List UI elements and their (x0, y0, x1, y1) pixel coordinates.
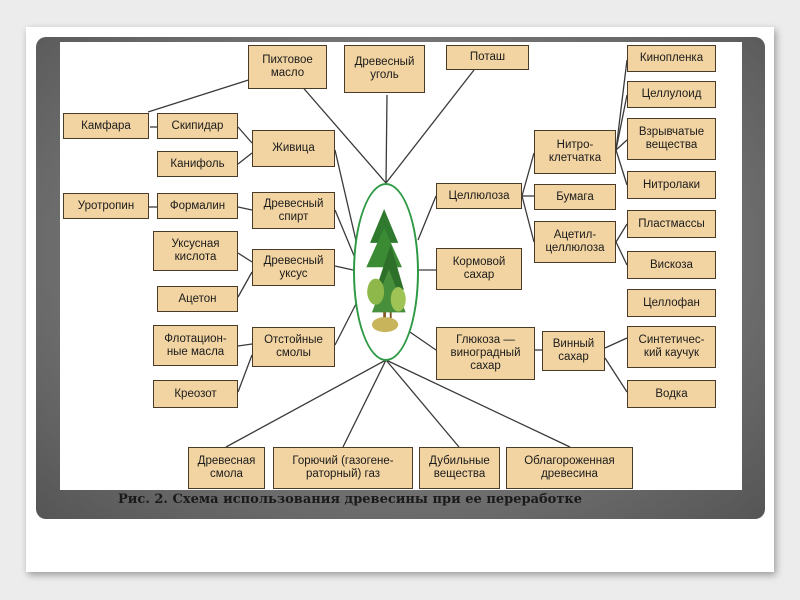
figure-caption: Рис. 2. Схема использования древесины пр… (118, 492, 583, 507)
box-sinteticheskiy-kauchuk: Синтетичес- кий каучук (627, 326, 716, 368)
box-viskoza: Вискоза (627, 251, 716, 279)
box-potash: Поташ (446, 45, 529, 70)
box-kinoplenka: Кинопленка (627, 45, 716, 72)
box-drevesny-spirt: Древесный спирт (252, 192, 335, 229)
box-oblagorozhennaya-drevesina: Облагороженная древесина (506, 447, 633, 489)
box-kormovoy-sakhar: Кормовой сахар (436, 248, 522, 290)
box-cellofan: Целлофан (627, 289, 716, 317)
box-dubilnye-veshchestva: Дубильные вещества (419, 447, 500, 489)
box-skipidar: Скипидар (157, 113, 238, 139)
box-flotatsionnye-masla: Флотацион- ные масла (153, 325, 238, 366)
box-uksusnaya-kislota: Уксусная кислота (153, 231, 238, 271)
box-vzryvchatye-veshchestva: Взрывчатые вещества (627, 118, 716, 160)
box-aceton: Ацетон (157, 286, 238, 312)
box-drevesny-uksus: Древесный уксус (252, 249, 335, 286)
box-bumaga: Бумага (534, 184, 616, 210)
box-cellyuloza: Целлюлоза (436, 183, 522, 209)
box-drevesnaya-smola: Древесная смола (188, 447, 265, 489)
box-acetylcellyuloza: Ацетил- целлюлоза (534, 221, 616, 263)
box-otstoynye-smoly: Отстойные смолы (252, 327, 335, 367)
box-urotropin: Уротропин (63, 193, 149, 219)
box-nitrolaki: Нитролаки (627, 171, 716, 199)
box-kanifol: Канифоль (157, 151, 238, 177)
box-kreozot: Креозот (153, 380, 238, 408)
box-kamfara: Камфара (63, 113, 149, 139)
box-nitroklechatka: Нитро- клетчатка (534, 130, 616, 174)
tree-ellipse (353, 183, 419, 361)
box-goryuchiy-gaz: Горючий (газогене- раторный) газ (273, 447, 413, 489)
box-plastmassy: Пластмассы (627, 210, 716, 238)
tree-icon (366, 209, 406, 333)
box-glyukoza: Глюкоза — виноградный сахар (436, 327, 535, 380)
box-vodka: Водка (627, 380, 716, 408)
box-vinny-sakhar: Винный сахар (542, 331, 605, 371)
box-formalin: Формалин (157, 193, 238, 219)
box-zhivitsa: Живица (252, 130, 335, 167)
box-drevesny-ugol: Древесный уголь (344, 45, 425, 93)
box-celluloid: Целлулоид (627, 81, 716, 108)
box-pikhtovoe-maslo: Пихтовое масло (248, 45, 327, 89)
